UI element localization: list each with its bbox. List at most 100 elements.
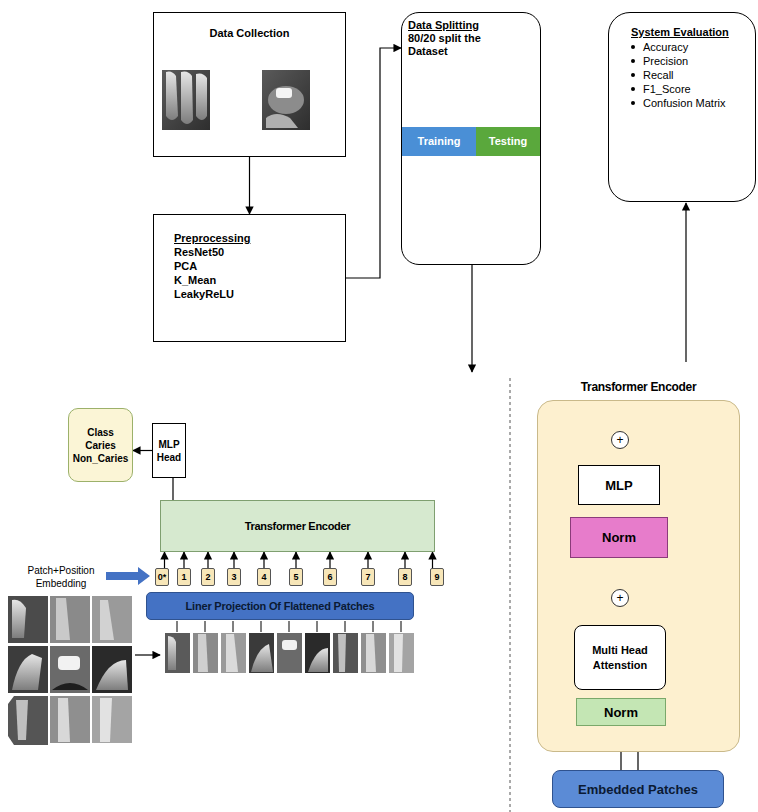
node-text: Embedded Patches	[578, 782, 698, 797]
attention-box: Multi Head Attenstion	[574, 625, 666, 690]
token-box: 3	[227, 568, 241, 586]
embedding-label: Patch+Position Embedding	[18, 564, 104, 590]
node-text: MLP Head	[153, 438, 185, 464]
connector	[368, 552, 369, 568]
node-text: Data Splitting	[408, 19, 534, 32]
node-line: Accuracy	[631, 40, 743, 54]
node-text: Transformer Encoder	[245, 520, 351, 532]
process-box: Data Splitting80/20 split the DatasetTra…	[401, 12, 541, 265]
node-text: 0*	[158, 572, 167, 582]
split-part: Testing	[476, 127, 540, 156]
mlp-box: MLP	[578, 465, 660, 505]
connector-line	[233, 552, 234, 568]
token-box: 9	[430, 568, 444, 586]
token-box: 0*	[155, 568, 169, 586]
connector	[173, 478, 174, 500]
node-text: 4	[261, 572, 266, 582]
connector-line	[432, 552, 433, 568]
connector	[249, 157, 250, 214]
connector	[133, 450, 152, 451]
connector-line	[346, 48, 401, 278]
node-text: Liner Projection Of Flattened Patches	[186, 600, 375, 612]
node-text: 9	[434, 572, 439, 582]
class-box: ClassCariesNon_Caries	[68, 408, 133, 482]
token-box: 2	[201, 568, 215, 586]
process-box: PreprocessingResNet50PCAK_MeanLeakyReLU	[153, 214, 346, 342]
embedding-arrow	[106, 567, 150, 585]
node-line: ResNet50	[174, 245, 325, 259]
node-text: Multi Head Attenstion	[581, 643, 659, 673]
node-text: 7	[365, 572, 370, 582]
connector	[234, 552, 235, 568]
input-box: Embedded Patches	[552, 770, 724, 808]
node-text: 1	[181, 572, 186, 582]
node-line: Recall	[631, 68, 743, 82]
node-text: Class	[87, 426, 114, 439]
node-text: Data Collection	[154, 27, 345, 39]
node-line: 80/20 split the Dataset	[408, 32, 508, 58]
add-circle: +	[611, 589, 629, 607]
flow-arrow	[685, 203, 686, 362]
node-line: F1_Score	[631, 82, 743, 96]
connector	[432, 552, 433, 568]
node-text: System Evaluation	[631, 25, 743, 39]
connector-line	[329, 552, 330, 568]
connector-line	[164, 552, 165, 568]
connector-line	[207, 552, 208, 568]
add-circle: +	[611, 431, 629, 449]
token-box: 6	[323, 568, 337, 586]
node-line: LeakyReLU	[174, 287, 325, 301]
token-box: 4	[257, 568, 271, 586]
node-line: K_Mean	[174, 273, 325, 287]
token-box: 7	[361, 568, 375, 586]
node-text: +	[616, 592, 623, 604]
node-text: +	[616, 434, 623, 446]
connector-line	[367, 552, 368, 568]
connector	[164, 552, 165, 568]
connector-line	[263, 552, 264, 568]
projection-bar: Liner Projection Of Flattened Patches	[146, 592, 414, 620]
patch-grid	[8, 596, 132, 745]
connector-line	[249, 157, 250, 214]
encoder-box: Transformer Encoder	[160, 500, 435, 552]
connector	[264, 552, 265, 568]
connector	[330, 552, 331, 568]
node-line: Precision	[631, 54, 743, 68]
node-text: 6	[327, 572, 332, 582]
node-text: 2	[205, 572, 210, 582]
node-text: 5	[293, 572, 298, 582]
node-text: Norm	[604, 705, 638, 720]
token-box: 5	[289, 568, 303, 586]
connector	[296, 552, 297, 568]
token-box: 1	[177, 568, 191, 586]
connector-line	[404, 552, 405, 568]
node-text: Norm	[602, 530, 636, 545]
evaluation-box: System EvaluationAccuracyPrecisionRecall…	[608, 12, 756, 202]
process-box: Data Collection	[153, 12, 346, 157]
node-text: Training	[418, 135, 461, 148]
node-text: 8	[402, 572, 407, 582]
node-line: Caries	[85, 439, 116, 452]
node-text: Transformer Encoder	[537, 376, 740, 395]
split-part: Training	[402, 127, 476, 156]
xray-image	[262, 70, 310, 130]
connector	[184, 552, 185, 568]
divider-line	[510, 378, 511, 812]
node-text: Preprocessing	[174, 231, 325, 245]
mlp-head-box: MLP Head	[152, 423, 186, 478]
connector-line	[172, 478, 173, 500]
node-line: Confusion Matrix	[631, 96, 743, 110]
connector-line	[295, 552, 296, 568]
token-box: 8	[398, 568, 412, 586]
norm-box: Norm	[570, 517, 668, 558]
encoder-panel: Transformer Encoder + MLP Norm + Multi Head A…	[537, 376, 740, 752]
patch-row	[165, 633, 414, 673]
connector	[208, 552, 209, 568]
connector	[405, 552, 406, 568]
flow-arrow	[471, 265, 472, 372]
node-text: 3	[231, 572, 236, 582]
node-text: MLP	[605, 478, 632, 493]
connector-line	[133, 450, 152, 451]
grid-arrow	[135, 654, 160, 655]
node-line: PCA	[174, 259, 325, 273]
